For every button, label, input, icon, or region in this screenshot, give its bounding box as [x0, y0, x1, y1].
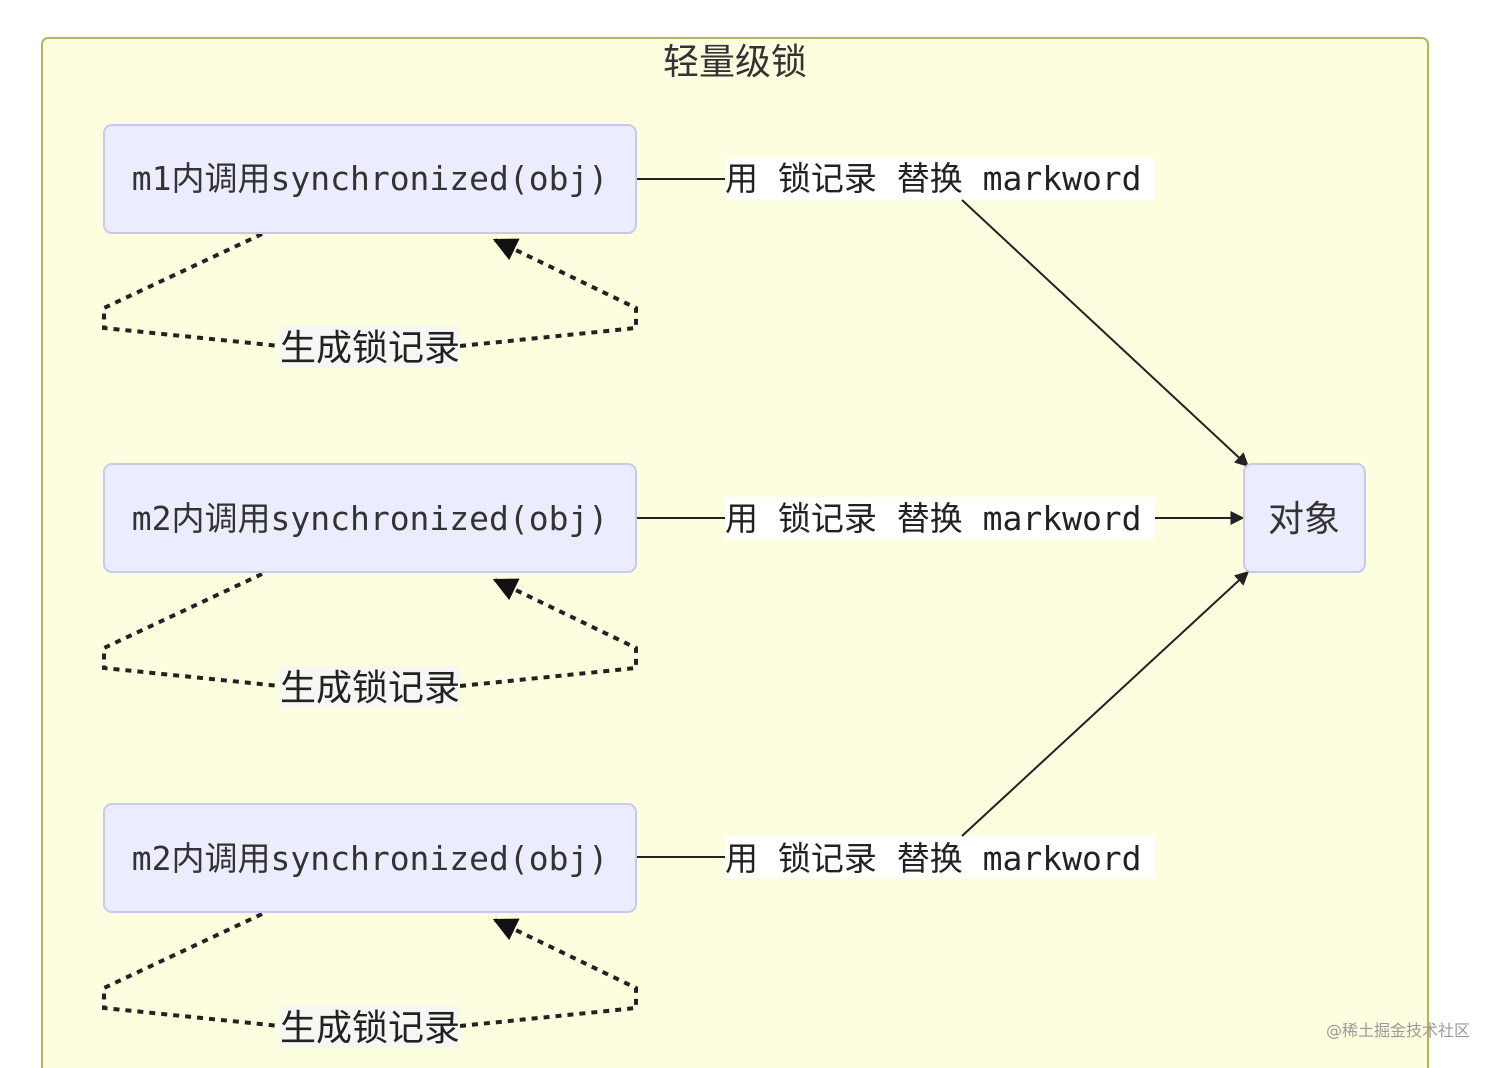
caller-group-2: 生成锁记录 m2内调用synchronized(obj) 用 锁记录 替换 ma…	[102, 463, 1245, 709]
caller-node-label: m2内调用synchronized(obj)	[132, 839, 609, 878]
edge-label: 用 锁记录 替换 markword	[725, 499, 1142, 538]
caller-group-1: 生成锁记录 m1内调用synchronized(obj) 用 锁记录 替换 ma…	[102, 124, 1250, 467]
caller-node-label: m1内调用synchronized(obj)	[132, 159, 609, 198]
loop-label-bg	[280, 1006, 460, 1048]
caller-node	[103, 463, 637, 573]
target-node-group: 对象	[1243, 463, 1366, 573]
loop-label: 生成锁记录	[280, 1008, 460, 1049]
edge-label-bg	[725, 836, 1155, 878]
caller-node-label: m2内调用synchronized(obj)	[132, 499, 609, 538]
edge-label-bg	[725, 497, 1155, 539]
loop-edge	[102, 914, 638, 1028]
loop-label: 生成锁记录	[280, 328, 460, 369]
edge-label-bg	[725, 158, 1155, 200]
loop-label: 生成锁记录	[280, 668, 460, 709]
edge-label: 用 锁记录 替换 markword	[725, 839, 1142, 878]
caller-group-3: 生成锁记录 m2内调用synchronized(obj) 用 锁记录 替换 ma…	[102, 571, 1250, 1049]
edge-label: 用 锁记录 替换 markword	[725, 159, 1142, 198]
target-node	[1243, 463, 1366, 573]
caller-node	[103, 803, 637, 913]
loop-edge	[102, 574, 638, 688]
edge-arrow-to-target	[961, 199, 1250, 467]
loop-label-bg	[280, 666, 460, 708]
watermark-text: @稀土掘金技术社区	[1326, 1021, 1470, 1040]
loop-label-bg	[280, 326, 460, 368]
target-node-label: 对象	[1268, 499, 1340, 540]
caller-node	[103, 124, 637, 234]
cluster-title: 轻量级锁	[663, 42, 807, 83]
loop-edge	[102, 234, 638, 348]
edge-arrow-to-target	[961, 571, 1250, 837]
